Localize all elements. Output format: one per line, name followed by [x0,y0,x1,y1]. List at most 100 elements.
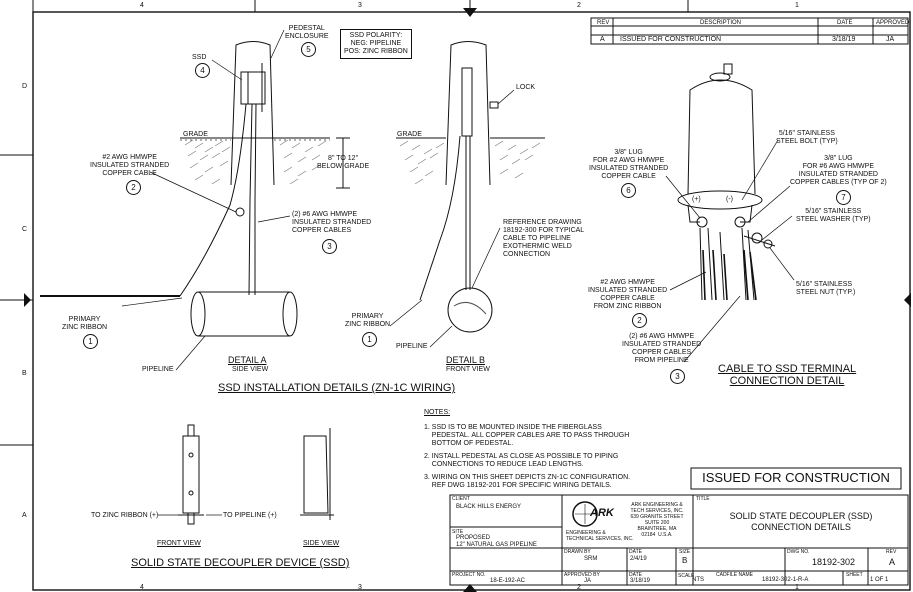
pedestal-label: PEDESTAL ENCLOSURE [285,25,329,40]
issued-stamp: ISSUED FOR CONSTRUCTION [702,470,890,485]
lug6-label: 3/8" LUG FOR #2 AWG HMWPE INSULATED STRA… [589,149,669,180]
grade-label: GRADE [183,131,208,138]
approved-date: 3/18/19 [630,578,651,584]
sheet-label: SHEET [846,572,863,578]
firm-logo: ARK [590,507,614,519]
callout-1b: 1 [362,332,377,347]
firm-small: ENGINEERING & TECHNICAL SERVICES, INC. [566,530,634,542]
minus-label: (-) [726,196,733,203]
callout-3t: 3 [670,369,685,384]
drawn-by-label: DRAWN BY [564,549,591,555]
cad-label: CADFILE NAME [716,572,753,578]
dwg-label: DWG NO. [787,549,810,555]
ssd-device-title: SOLID STATE DECOUPLER DEVICE (SSD) [131,557,350,569]
sheet-value: 1 OF 1 [870,577,889,583]
grid-letter: D [22,83,28,90]
detail-b-title: DETAIL B [446,355,486,365]
approved-label: APPROVED BY [564,572,600,578]
grid-number: 1 [795,2,799,9]
washer-label: 5/16" STAINLESS STEEL WASHER (TYP) [796,208,871,223]
drawn-date: 2/4/19 [630,556,647,562]
terminal-title: CABLE TO SSD TERMINAL CONNECTION DETAIL [718,363,857,387]
callout-5: 5 [301,42,316,57]
pipeline-label-b: PIPELINE [396,343,428,350]
grid-letter: A [22,512,27,519]
detail-a-subtitle: SIDE VIEW [232,366,269,373]
approved-value: JA [584,578,592,584]
dwg-value: 18192-302 [812,557,856,567]
grid-number: 3 [358,584,362,591]
installation-title: SSD INSTALLATION DETAILS (ZN-1C WIRING) [218,382,456,394]
callout-4: 4 [195,63,210,78]
grid-number: 2 [577,2,581,9]
size-label: SIZE [679,549,691,555]
grid-letter: B [22,370,27,377]
to-zinc-label: TO ZINC RIBBON (+) [91,512,159,519]
rev-approved: JA [886,36,895,43]
size-value: B [682,556,688,565]
callout-3: 3 [322,239,337,254]
lug7-label: 3/8" LUG FOR #6 AWG HMWPE INSULATED STRA… [790,155,887,186]
scale-value: NTS [692,577,704,583]
cable3-label: (2) #6 AWG HMWPE INSULATED STRANDED COPP… [292,211,372,234]
scale-label: SCALE [678,573,695,579]
cable2-terminal-label: #2 AWG HMWPE INSULATED STRANDED COPPER C… [588,279,668,310]
rev-date: 3/18/19 [832,36,856,43]
callout-2: 2 [126,180,141,195]
cable2-label: #2 AWG HMWPE INSULATED STRANDED COPPER C… [90,154,170,177]
client-value: BLACK HILLS ENERGY [456,504,522,510]
drawn-by-value: SRM [584,556,598,562]
lock-label: LOCK [516,84,536,91]
to-pipeline-label: TO PIPELINE (+) [223,512,277,519]
zinc-label: PRIMARY ZINC RIBBON [62,316,108,331]
polarity-box: SSD POLARITY: NEG: PIPELINE POS: ZINC RI… [340,29,412,59]
firm-address: ARK ENGINEERING & TECH SERVICES, INC. 63… [630,502,684,538]
ssd-label: SSD [192,54,207,61]
grid-letter: C [22,226,28,233]
title-label: TITLE [696,496,710,502]
side-view-label: SIDE VIEW [303,540,340,547]
note-2: 2. INSTALL PEDESTAL AS CLOSE AS POSSIBLE… [424,453,619,468]
cable3-terminal-label: (2) #6 AWG HMWPE INSULATED STRANDED COPP… [622,333,702,364]
rev-value-tb: A [889,557,896,567]
detail-b-subtitle: FRONT VIEW [446,366,490,373]
date-header: DATE [837,20,853,26]
reference-label: REFERENCE DRAWING 18192-300 FOR TYPICAL … [503,219,585,258]
zinc-label-b: PRIMARY ZINC RIBBON [345,313,391,328]
drawing-title: SOLID STATE DECOUPLER (SSD) CONNECTION D… [729,511,873,532]
client-label: CLIENT [452,496,470,502]
nut-label: 5/16" STAINLESS STEEL NUT (TYP.) [796,281,856,296]
grid-number: 1 [795,584,799,591]
grid-number: 4 [140,584,144,591]
project-label: PROJECT NO. [452,572,486,578]
rev-label-tb: REV [886,549,897,555]
pipeline-label: PIPELINE [142,366,174,373]
grid-number: 2 [577,584,581,591]
rev-value: A [600,36,605,43]
cad-value: 18192-302-1-R-A [762,577,809,583]
front-view-label: FRONT VIEW [157,540,201,547]
date-label-2: DATE [629,572,642,578]
site-label: SITE [452,529,464,535]
grid-number: 3 [358,2,362,9]
grade-label-b: GRADE [397,131,422,138]
site-value: PROPOSED 12" NATURAL GAS PIPELINE [456,535,537,548]
description-header: DESCRIPTION [700,20,742,26]
callout-6: 6 [621,183,636,198]
approved-header: APPROVED [876,20,910,26]
note-3: 3. WIRING ON THIS SHEET DEPICTS ZN-1C CO… [424,474,631,489]
plus-label: (+) [692,196,701,203]
detail-a-title: DETAIL A [228,355,267,365]
callout-7: 7 [836,190,851,205]
callout-1: 1 [83,334,98,349]
bolt-label: 5/16" STAINLESS STEEL BOLT (TYP) [776,130,838,145]
grid-number: 4 [140,2,144,9]
callout-2t: 2 [632,313,647,328]
depth-label: 8" TO 12" BELOW GRADE [317,155,370,170]
rev-header: REV [597,20,610,26]
note-1: 1. SSD IS TO BE MOUNTED INSIDE THE FIBER… [424,424,630,447]
date-label: DATE [629,549,642,555]
notes-heading: NOTES: [424,409,451,416]
rev-description: ISSUED FOR CONSTRUCTION [620,36,722,43]
